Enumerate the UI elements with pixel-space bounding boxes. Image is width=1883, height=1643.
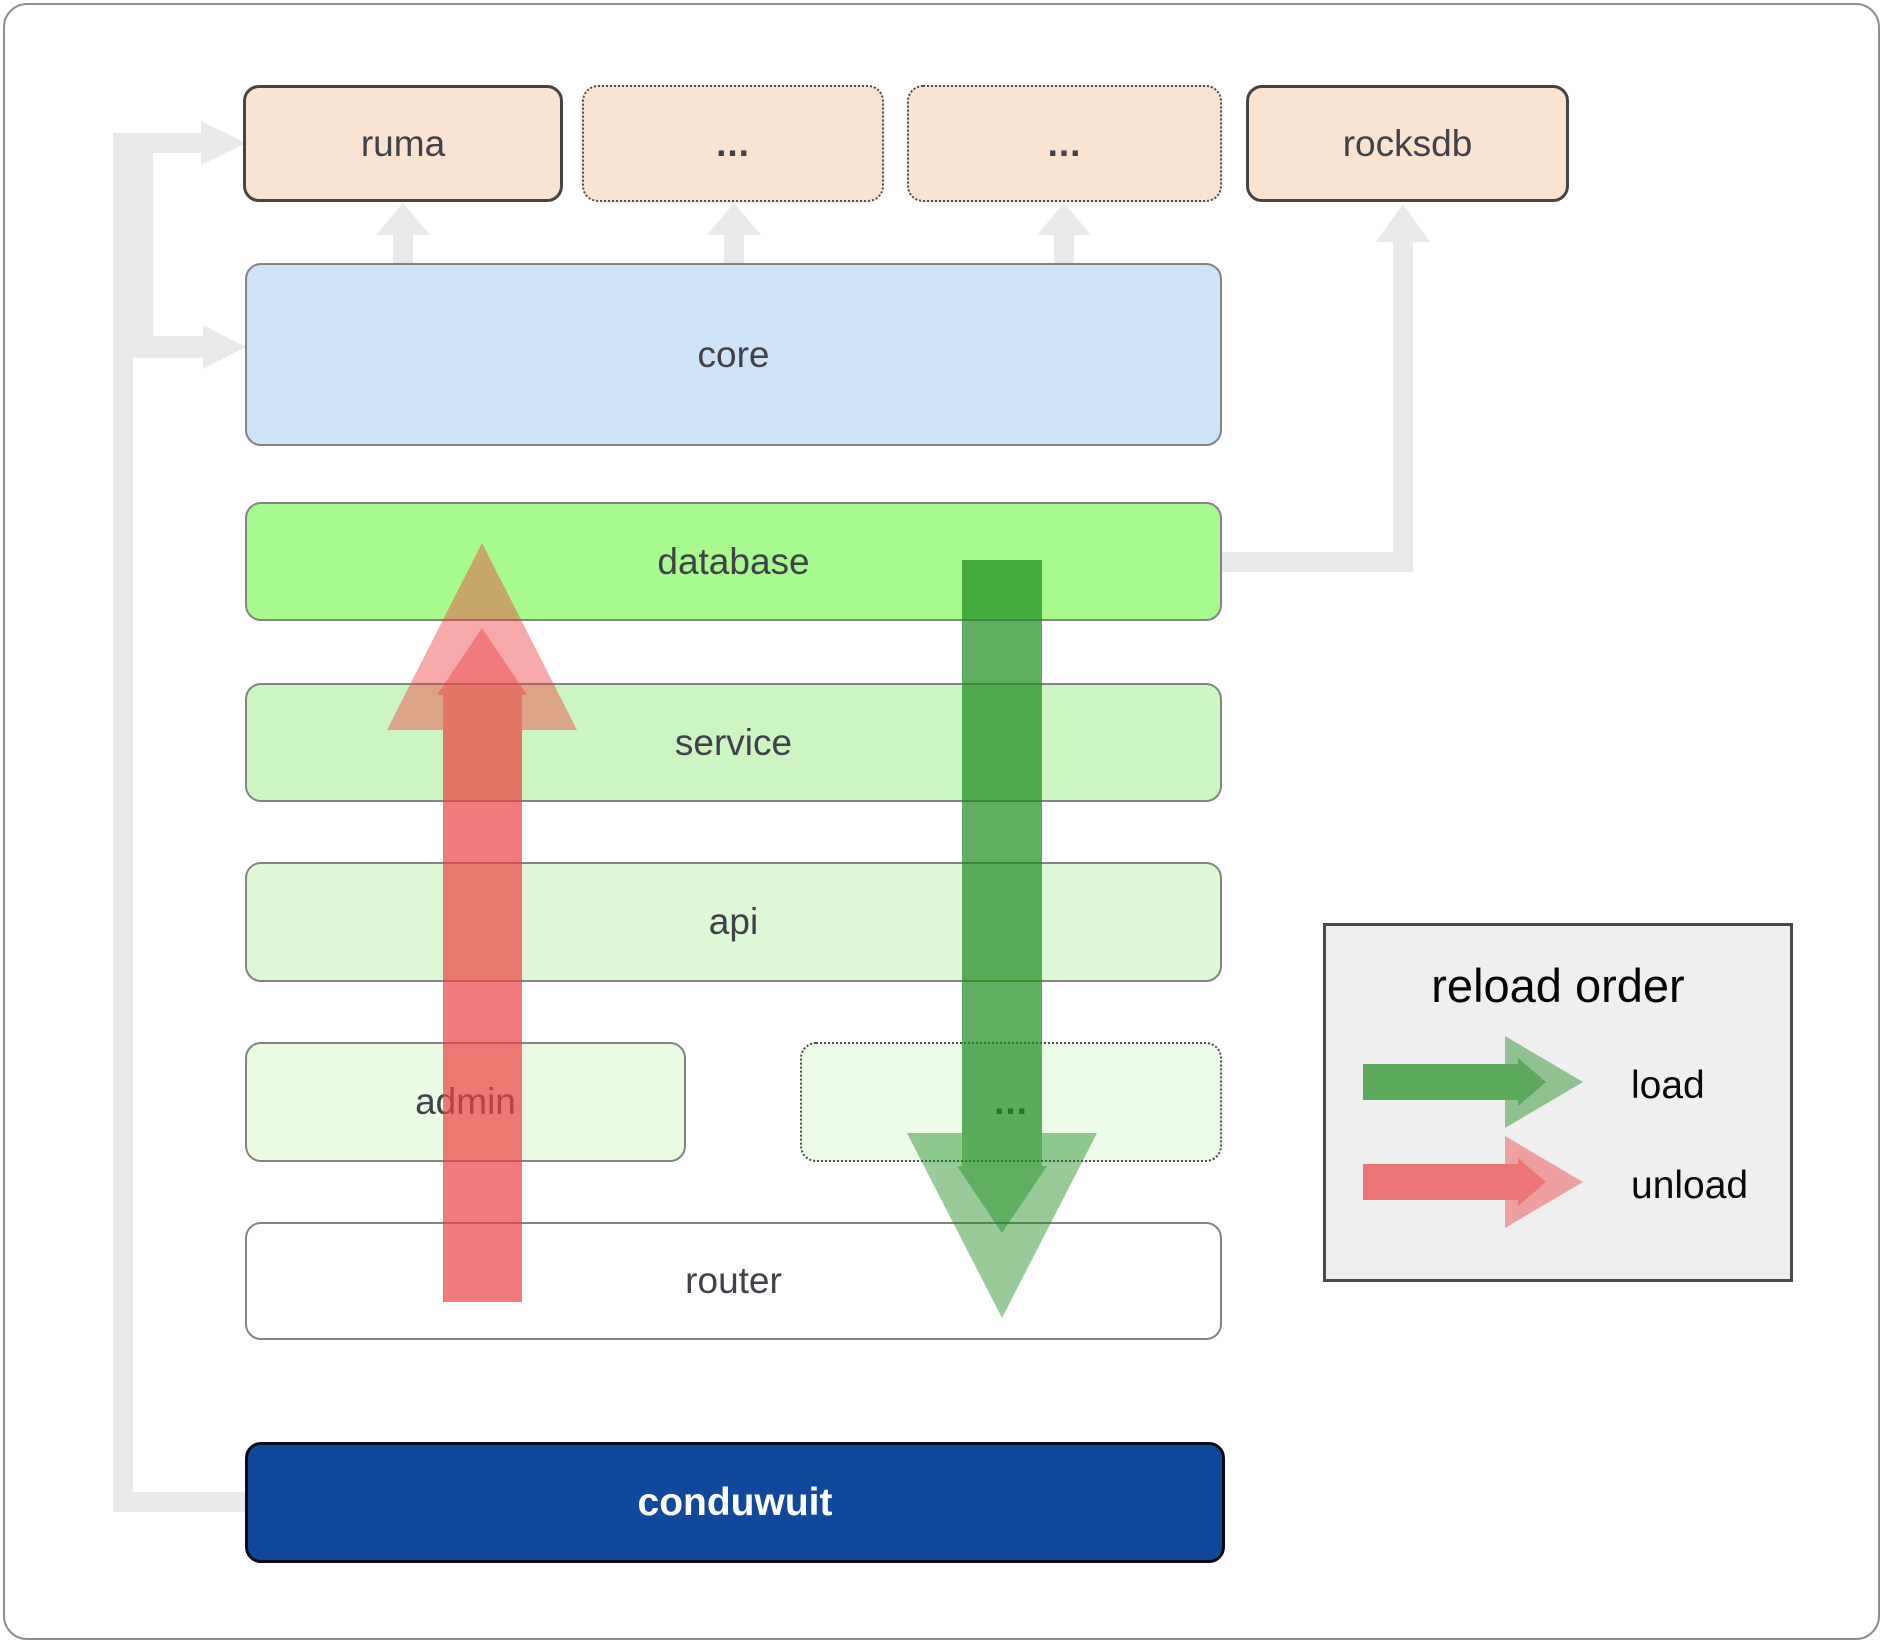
- node-database: database: [245, 502, 1222, 621]
- legend-reload-order: reload order load unload: [1323, 923, 1793, 1282]
- connector-core-branch-line: [133, 336, 203, 358]
- node-api: api: [245, 862, 1222, 982]
- load-arrow-inner: [957, 560, 1047, 1233]
- node-service: service: [245, 683, 1222, 802]
- node-conduwuit-label: conduwuit: [637, 1480, 833, 1524]
- node-router-label: router: [685, 1260, 782, 1301]
- connector-conduwuit-stub: [113, 1492, 246, 1512]
- core-to-dependencies-arrows: [376, 203, 1091, 263]
- unload-arrow: [387, 543, 577, 1302]
- legend-unload-arrow-icon: [1363, 1136, 1583, 1228]
- database-to-rocksdb-connector: [1222, 204, 1430, 572]
- connector-core-branch-vertical: [133, 153, 153, 358]
- node-rocksdb-label: rocksdb: [1342, 122, 1473, 164]
- legend-load-arrow-icon: [1363, 1036, 1583, 1128]
- node-dependency-a: ...: [582, 85, 884, 202]
- node-dependency-b: ...: [907, 85, 1222, 202]
- node-api-label: api: [708, 901, 759, 942]
- node-router: router: [245, 1222, 1222, 1340]
- legend-title: reload order: [1431, 959, 1685, 1012]
- legend-unload-label: unload: [1631, 1164, 1749, 1207]
- core-to-deps-b-arrowhead-icon: [1037, 203, 1091, 235]
- legend-load-arrow-outer: [1363, 1036, 1583, 1128]
- node-admin-label: admin: [415, 1081, 516, 1122]
- unload-arrow-outer: [387, 543, 577, 1302]
- load-arrow-outer: [907, 560, 1097, 1318]
- core-to-ruma-arrowhead-icon: [376, 203, 430, 235]
- node-service-label: service: [674, 721, 793, 763]
- unload-arrow-inner: [437, 628, 527, 1302]
- node-conduwuit: conduwuit: [245, 1442, 1225, 1563]
- node-database-label: database: [657, 540, 810, 582]
- core-to-deps-a-arrowhead-icon: [707, 203, 761, 235]
- connector-ruma-branch-line: [113, 133, 201, 153]
- legend-unload-arrow-inner: [1363, 1158, 1546, 1206]
- conduwuit-to-ruma-core-connector: [113, 121, 246, 1512]
- node-dependency-a-label: ...: [716, 122, 750, 164]
- load-arrow: [907, 560, 1097, 1318]
- node-more-services-label: ...: [994, 1081, 1028, 1122]
- node-more-services: ...: [800, 1042, 1222, 1162]
- legend-unload-arrow-outer: [1363, 1136, 1583, 1228]
- node-core: core: [245, 263, 1222, 446]
- node-dependency-b-label: ...: [1047, 122, 1082, 164]
- node-core-label: core: [697, 333, 770, 375]
- node-ruma: ruma: [243, 85, 563, 202]
- legend-load-label: load: [1631, 1064, 1705, 1107]
- node-rocksdb: rocksdb: [1246, 85, 1569, 202]
- connector-trunk-line: [113, 133, 133, 1512]
- legend-load-arrow-inner: [1363, 1058, 1546, 1106]
- core-arrowhead-icon: [203, 325, 246, 369]
- ruma-arrowhead-icon: [201, 121, 246, 165]
- rocksdb-arrowhead-icon: [1376, 204, 1430, 242]
- database-rocksdb-vertical-line: [1393, 240, 1413, 572]
- node-admin: admin: [245, 1042, 686, 1162]
- database-rocksdb-horizontal-line: [1222, 552, 1413, 572]
- core-to-ruma-line: [393, 232, 413, 263]
- core-to-deps-b-line: [1054, 232, 1074, 263]
- core-to-deps-a-line: [724, 232, 744, 263]
- node-ruma-label: ruma: [360, 122, 446, 164]
